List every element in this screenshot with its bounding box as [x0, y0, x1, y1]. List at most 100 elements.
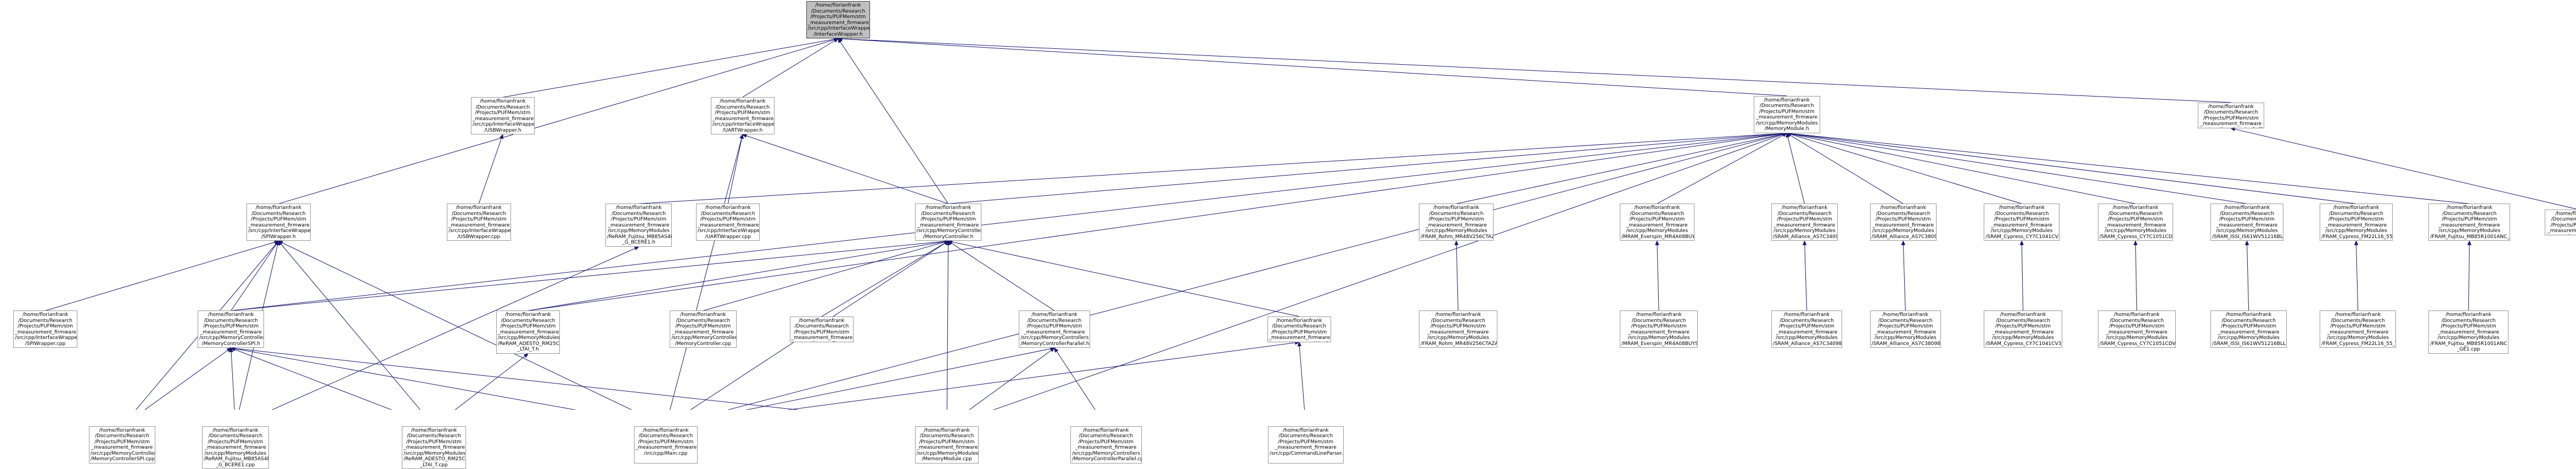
node-label-line: _measurement_firmware [917, 222, 979, 228]
node-label-line: /src/cpp/MemoryModules [1774, 228, 1836, 234]
node-label-line: /Documents/Research [1630, 211, 1685, 217]
node-label-line: /USBWrapper.cpp [457, 234, 501, 240]
node-label-line: /src/cpp/InterfaceWrappers [807, 26, 871, 32]
node-sram-alliance-38098a-h[interactable]: /home/florianfrank/Documents/Research/Pr… [1870, 204, 1937, 241]
node-usbwrapper-cpp[interactable]: /home/florianfrank/Documents/Research/Pr… [447, 204, 511, 241]
include-edge-arrowhead [278, 240, 283, 245]
node-label-line: /src/cpp/MemoryControllers [199, 335, 265, 341]
node-label-line: /home/florianfrank [1031, 312, 1077, 318]
node-label-line: /home/florianfrank [680, 312, 726, 318]
node-usbwrapper-h[interactable]: /home/florianfrank/Documents/Research/Pr… [470, 97, 535, 135]
node-memorycontrollerspi-cpp[interactable]: /home/florianfrank/Documents/Research/Pr… [88, 426, 156, 464]
node-label-line: /src/cpp/InterfaceWrappers [697, 228, 760, 234]
node-sram-cypress-1041-cpp[interactable]: /home/florianfrank/Documents/Research/Pr… [1984, 310, 2062, 348]
node-memorycontroller-cpp[interactable]: /home/florianfrank/Documents/Research/Pr… [670, 310, 737, 348]
include-edge [1790, 133, 2470, 204]
node-label-line: /Documents/Research [208, 433, 263, 439]
include-edge [1056, 351, 1096, 410]
node-label-line: /FRAM_Fujitsu_MB85R1001ANC_GE1.h [2430, 234, 2510, 240]
node-sram-cypress-1051-cpp[interactable]: /home/florianfrank/Documents/Research/Pr… [2097, 310, 2176, 348]
node-label-line: _measurement_firmware [1774, 222, 1836, 228]
node-label-line: /Documents/Research [18, 318, 72, 324]
node-interfacewrapper-h[interactable]: /home/florianfrank/Documents/Research/Pr… [806, 1, 871, 39]
node-label-line: /Documents/Research [407, 433, 461, 439]
node-spiwrapper-h[interactable]: /home/florianfrank/Documents/Research/Pr… [246, 204, 311, 241]
node-label-line: _measurement_firmware [1872, 222, 1934, 228]
node-memorymodule-h[interactable]: /home/florianfrank/Documents/Research/Pr… [1753, 95, 1820, 133]
include-edge-arrowhead [946, 240, 951, 245]
node-spiwrapper-cpp[interactable]: /home/florianfrank/Documents/Research/Pr… [13, 310, 77, 348]
node-uartwrapper-cpp[interactable]: /home/florianfrank/Documents/Research/Pr… [695, 204, 760, 241]
node-memorytest-cpp[interactable]: /home/florianfrank/Documents/Research/Pr… [789, 316, 854, 342]
node-sram-cypress-1051-h[interactable]: /home/florianfrank/Documents/Research/Pr… [2097, 204, 2174, 241]
node-commandlineparser-h[interactable]: /home/florianfrank/Documents/Research/Pr… [1267, 316, 1331, 342]
node-sram-issi-h[interactable]: /home/florianfrank/Documents/Research/Pr… [2210, 204, 2283, 241]
node-memorymodule-cpp[interactable]: /home/florianfrank/Documents/Research/Pr… [914, 426, 979, 464]
node-commandlineparser-cpp[interactable]: /home/florianfrank/Documents/Research/Pr… [1268, 426, 1344, 464]
node-sram-issi-cpp[interactable]: /home/florianfrank/Documents/Research/Pr… [2210, 310, 2287, 348]
node-reram-adesto-h[interactable]: /home/florianfrank/Documents/Research/Pr… [496, 310, 560, 354]
node-uartwrapper-h[interactable]: /home/florianfrank/Documents/Research/Pr… [710, 97, 775, 135]
node-fram-cypress-fm22-cpp[interactable]: /home/florianfrank/Documents/Research/Pr… [2320, 310, 2397, 348]
node-label-line: /Documents/Research [1759, 103, 1814, 109]
include-edge [278, 39, 835, 204]
include-edge [2233, 128, 2576, 210]
include-dependency-graph [45, 36, 2576, 410]
include-edge [502, 38, 835, 98]
node-label-line: /Documents/Research [2331, 318, 2386, 324]
include-edge [951, 242, 1055, 311]
include-edge [45, 241, 276, 311]
node-label-line: /home/florianfrank [705, 205, 751, 211]
include-edge [1787, 136, 1805, 204]
node-label-line: /Projects/PUFMem/stm [207, 439, 263, 445]
include-edge [2021, 244, 2024, 311]
node-label-line: /USBWrapper.h [484, 127, 521, 133]
node-label-line: /src/cpp/InterfaceWrappers [448, 228, 511, 234]
node-fram-cypress-fm22-h[interactable]: /home/florianfrank/Documents/Research/Pr… [2320, 204, 2393, 241]
include-edge [231, 241, 945, 311]
include-edge-arrowhead [1054, 347, 1059, 353]
include-edge [948, 133, 1784, 204]
node-label-line: /Documents/Research [715, 104, 770, 110]
node-label-line: /MemoryModule.h [1764, 126, 1809, 132]
node-memorycontroller-h[interactable]: /home/florianfrank/Documents/Research/Pr… [914, 204, 982, 241]
node-sendreceivebuffer-cpp[interactable]: /home/florianfrank/Documents/Research/Pr… [2545, 209, 2576, 235]
node-label-line: /Documents/Research [1079, 433, 1133, 439]
node-main-cpp[interactable]: /home/florianfrank/Documents/Research/Pr… [633, 426, 698, 464]
include-edge [527, 133, 1784, 311]
node-reram-fujitsu-cpp[interactable]: /home/florianfrank/Documents/Research/Pr… [202, 426, 269, 469]
node-label-line: /Documents/Research [95, 433, 149, 439]
node-memorycontrollerparallel-cpp[interactable]: /home/florianfrank/Documents/Research/Pr… [1070, 426, 1142, 464]
node-sram-cypress-1041-h[interactable]: /home/florianfrank/Documents/Research/Pr… [1984, 204, 2059, 241]
node-label-line: /Documents/Research [1996, 318, 2050, 324]
include-edge-arrowhead [2467, 240, 2472, 245]
node-mram-everspin-cpp[interactable]: /home/florianfrank/Documents/Research/Pr… [1619, 310, 1698, 348]
node-label-line: /Projects/PUFMem/stm [1430, 324, 1486, 330]
node-fram-fujitsu-h[interactable]: /home/florianfrank/Documents/Research/Pr… [2428, 204, 2511, 241]
node-sram-alliance-34098a-h[interactable]: /home/florianfrank/Documents/Research/Pr… [1771, 204, 1838, 241]
node-sendreceivebuffer-h[interactable]: /home/florianfrank/Documents/Research/Pr… [2197, 102, 2264, 128]
node-fram-fujitsu-cpp[interactable]: /home/florianfrank/Documents/Research/Pr… [2428, 310, 2508, 354]
node-label-line: /Projects/PUFMem/stm [1629, 217, 1685, 223]
include-edge [638, 133, 1784, 204]
node-label-line: /Documents/Research [1780, 318, 1834, 324]
node-label-line: /MemoryControllerParallel.cpp [1072, 456, 1142, 462]
node-mram-everspin-h[interactable]: /home/florianfrank/Documents/Research/Pr… [1619, 204, 1694, 241]
node-memorycontrollerparallel-h[interactable]: /home/florianfrank/Documents/Research/Pr… [1019, 310, 1090, 348]
node-sram-alliance-34098a-cpp[interactable]: /home/florianfrank/Documents/Research/Pr… [1771, 310, 1843, 348]
node-label-line: /Documents/Research [811, 8, 866, 14]
node-memorycontrollerspi-h[interactable]: /home/florianfrank/Documents/Research/Pr… [198, 310, 265, 348]
include-edge [1789, 134, 2022, 204]
node-sram-alliance-38098a-cpp[interactable]: /home/florianfrank/Documents/Research/Pr… [1870, 310, 1941, 348]
node-label-line: _measurement_firmware [2218, 329, 2280, 335]
node-label-line: /home/florianfrank [2555, 211, 2576, 217]
node-fram-rohm-h[interactable]: /home/florianfrank/Documents/Research/Pr… [1419, 204, 1494, 241]
node-label-line: /src/cpp/MemoryModules [1425, 228, 1488, 234]
node-reram-fujitsu-h[interactable]: /home/florianfrank/Documents/Research/Pr… [605, 204, 672, 247]
node-label-line: /ReRAM_ADESTO_RM25C512C [403, 456, 465, 462]
node-fram-rohm-cpp[interactable]: /home/florianfrank/Documents/Research/Pr… [1419, 310, 1497, 348]
node-reram-adesto-cpp[interactable]: /home/florianfrank/Documents/Research/Pr… [402, 426, 466, 469]
node-label-line: /Documents/Research [2220, 211, 2274, 217]
node-label-line: /Documents/Research [2203, 110, 2258, 116]
node-label-line: /Projects/PUFMem/stm [500, 324, 556, 330]
